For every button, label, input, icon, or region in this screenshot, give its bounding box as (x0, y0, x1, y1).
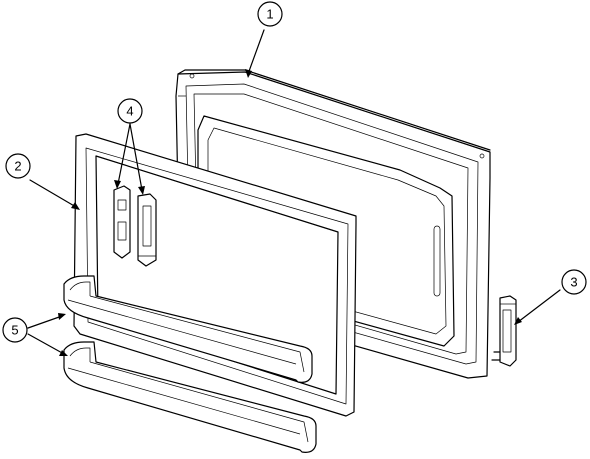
callout-3: 3 (561, 269, 587, 295)
door-hinge-bracket (491, 295, 517, 367)
callout-1-label: 1 (266, 7, 273, 22)
leader-lines (27, 29, 561, 356)
callout-2: 2 (5, 153, 31, 179)
callout-3-label: 3 (570, 275, 577, 290)
door-stop-clips (113, 185, 157, 267)
callout-5-label: 5 (11, 323, 18, 338)
door-shelf-bins (63, 275, 317, 453)
callout-4: 4 (117, 98, 143, 124)
callout-1: 1 (257, 1, 283, 27)
callout-2-label: 2 (14, 159, 21, 174)
callout-4-label: 4 (126, 104, 133, 119)
callout-5: 5 (2, 317, 28, 343)
